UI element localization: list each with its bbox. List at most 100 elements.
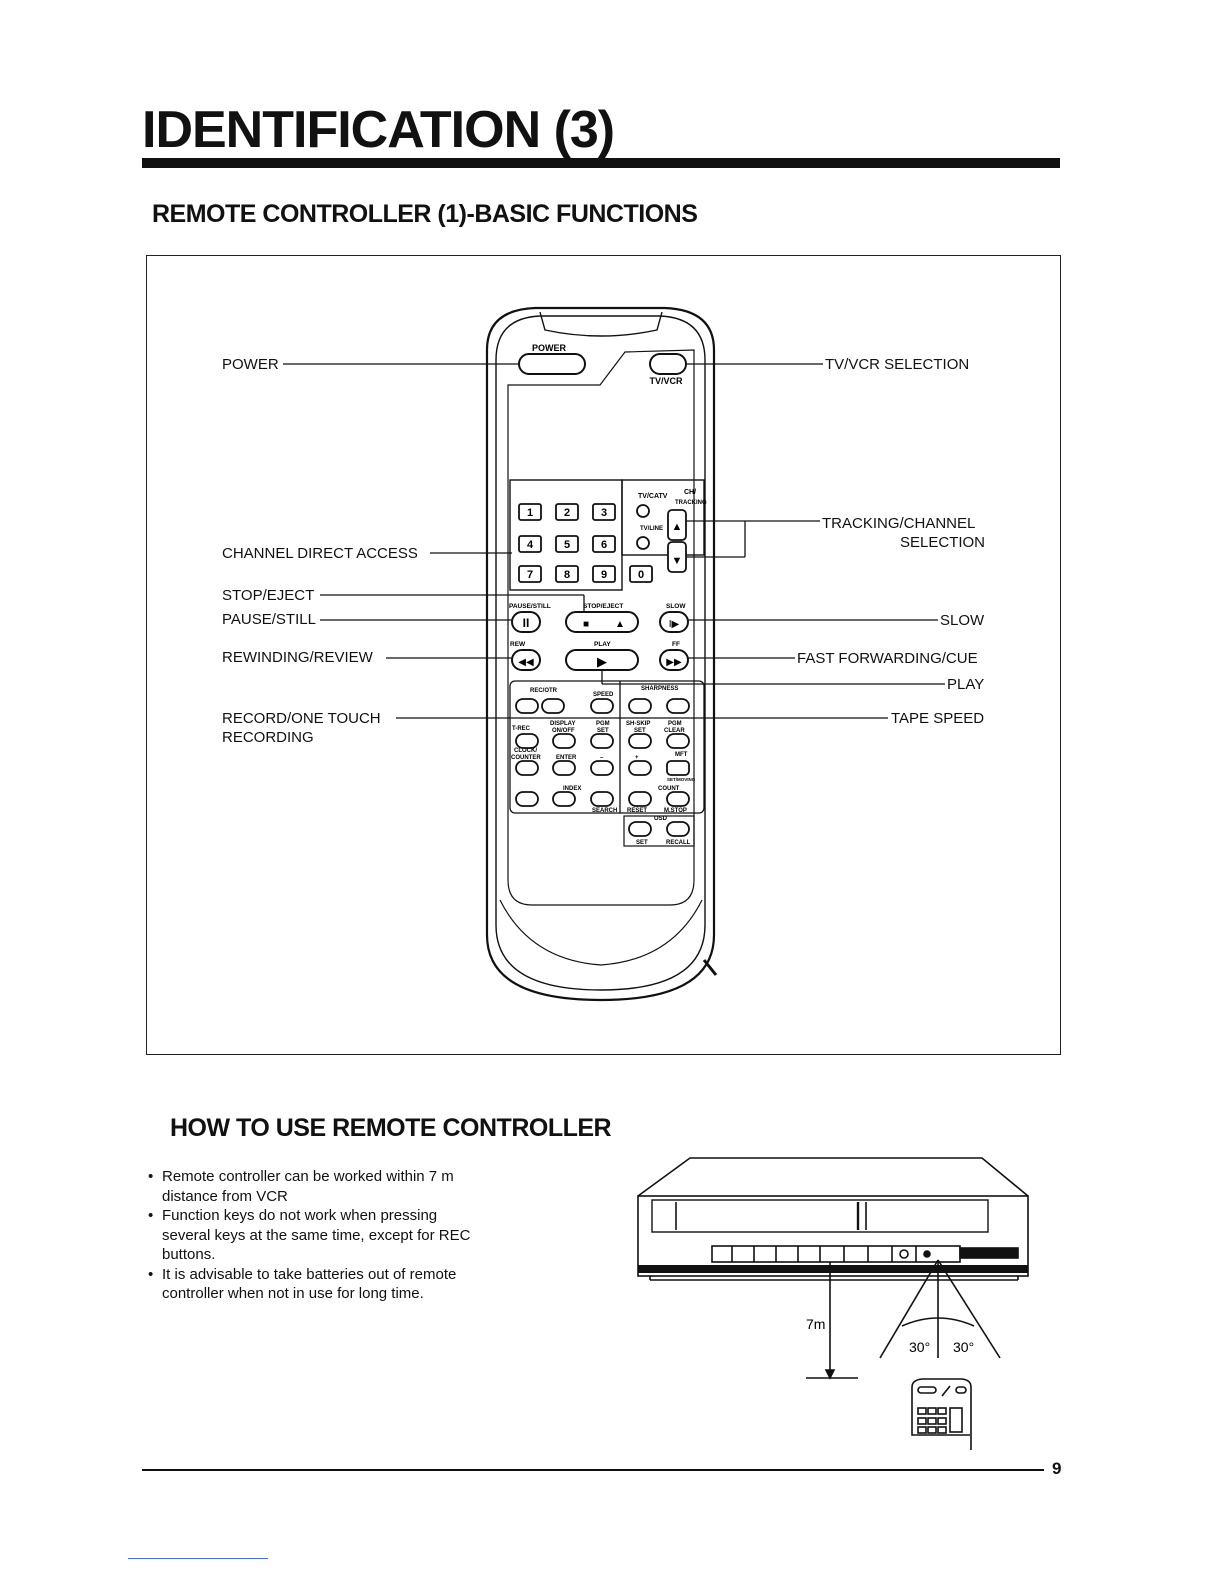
- power-button[interactable]: [518, 353, 586, 375]
- digit-8-label: 8: [564, 569, 570, 581]
- clock-counter-button[interactable]: [515, 760, 539, 776]
- on-off-label: ON/OFF: [552, 728, 575, 734]
- vcr-button-panel: [711, 1245, 961, 1263]
- fast-forward-button[interactable]: [659, 649, 689, 671]
- enter-button[interactable]: [552, 760, 576, 776]
- svg-text:I▶: I▶: [669, 619, 680, 630]
- svg-text:▶: ▶: [597, 654, 607, 669]
- svg-text:II: II: [523, 616, 530, 630]
- channel-up-button[interactable]: [667, 509, 687, 541]
- t-rec-label: T-REC: [512, 726, 531, 732]
- rec-otr-label: REC/OTR: [530, 688, 558, 694]
- svg-text:▲: ▲: [672, 521, 683, 533]
- vcr-body: [637, 1195, 1029, 1277]
- otr-button[interactable]: [541, 698, 565, 714]
- sh-skip-label: SH-SKIP: [626, 721, 650, 727]
- clock-label: CLOCK/: [514, 748, 537, 754]
- usage-bullet-list: • Remote controller can be worked within…: [148, 1167, 528, 1304]
- recall-label: RECALL: [666, 840, 691, 846]
- svg-text:▲: ▲: [615, 619, 625, 630]
- pgm-set-label-2: SET: [597, 728, 609, 734]
- rew-label: REW: [510, 641, 526, 648]
- vcr-range-diagram: 7m 30° 30°: [637, 1157, 1029, 1450]
- digit-2-label: 2: [564, 507, 570, 519]
- digit-7-button[interactable]: [518, 565, 542, 583]
- digit-7-label: 7: [527, 569, 533, 581]
- remote-diagram: POWER TV/VCR TV/CATV CH/ TRACKING TV/LIN…: [283, 306, 945, 1002]
- ff-label: FF: [672, 641, 680, 648]
- pause-still-button[interactable]: [511, 611, 541, 633]
- mft-button[interactable]: [666, 760, 690, 776]
- display-button[interactable]: [552, 733, 576, 749]
- remote-section-heading: REMOTE CONTROLLER (1)-BASIC FUNCTIONS: [152, 200, 698, 228]
- search-label: SEARCH: [592, 808, 617, 814]
- t-rec-button[interactable]: [515, 733, 539, 749]
- digit-9-button[interactable]: [592, 565, 616, 583]
- tv-catv-button[interactable]: [636, 504, 650, 518]
- sh-skip-button[interactable]: [628, 733, 652, 749]
- remote-body: [485, 306, 718, 1002]
- remote-tv-vcr-label: TV/VCR: [649, 376, 683, 386]
- pgm-clear-label-1: PGM: [668, 721, 682, 727]
- footer-rule: [142, 1469, 1044, 1471]
- sharpness-minus-button[interactable]: [628, 698, 652, 714]
- pgm-set-button[interactable]: [590, 733, 614, 749]
- index-plus-button[interactable]: [552, 791, 576, 807]
- index-label: INDEX: [563, 786, 581, 792]
- digit-8-button[interactable]: [555, 565, 579, 583]
- callout-tape-speed: TAPE SPEED: [891, 710, 985, 727]
- pgm-clear-label-2: CLEAR: [664, 728, 685, 734]
- remote-diagram-frame: [146, 255, 1061, 1055]
- stop-eject-button[interactable]: [565, 611, 639, 633]
- digit-1-button[interactable]: [518, 503, 542, 521]
- reset-button[interactable]: [628, 791, 652, 807]
- usage-section-heading: HOW TO USE REMOTE CONTROLLER: [170, 1114, 612, 1142]
- digit-5-button[interactable]: [555, 535, 579, 553]
- digit-1-label: 1: [527, 507, 533, 519]
- ch-label: CH/: [684, 489, 696, 496]
- usage-bullet: • Remote controller can be worked within…: [148, 1168, 454, 1205]
- digit-4-button[interactable]: [518, 535, 542, 553]
- sharpness-label: SHARPNESS: [641, 686, 678, 692]
- usage-bullet: • Function keys do not work when pressin…: [148, 1207, 471, 1263]
- callout-tracking-channel: TRACKING/CHANNEL: [822, 515, 976, 532]
- reset-label: RESET: [627, 808, 647, 814]
- minus-button[interactable]: [590, 760, 614, 776]
- tv-line-label: TV/LINE: [640, 526, 663, 532]
- callout-tv-vcr-selection: TV/VCR SELECTION: [825, 356, 970, 373]
- callout-fast-forwarding-cue: FAST FORWARDING/CUE: [797, 650, 978, 667]
- bullet-mark: •: [148, 1168, 154, 1185]
- digit-2-button[interactable]: [555, 503, 579, 521]
- callout-stop-eject: STOP/EJECT: [222, 587, 315, 604]
- distance-label: 7m: [806, 1316, 825, 1332]
- osd-set-button[interactable]: [628, 821, 652, 837]
- tv-vcr-button[interactable]: [649, 353, 687, 375]
- rec-button[interactable]: [515, 698, 539, 714]
- tv-line-button[interactable]: [636, 536, 650, 550]
- recall-button[interactable]: [666, 821, 690, 837]
- pgm-set-label-1: PGM: [596, 721, 610, 727]
- m-stop-button[interactable]: [666, 791, 690, 807]
- title-rule: [142, 158, 1060, 168]
- svg-text:▶▶: ▶▶: [666, 657, 682, 668]
- tracking-label: TRACKING: [675, 500, 707, 506]
- digit-3-button[interactable]: [592, 503, 616, 521]
- digit-6-button[interactable]: [592, 535, 616, 553]
- digit-9-label: 9: [601, 569, 607, 581]
- index-minus-button[interactable]: [515, 791, 539, 807]
- speed-button[interactable]: [590, 698, 614, 714]
- callout-selection: SELECTION: [900, 534, 986, 551]
- digit-0-button[interactable]: [629, 565, 653, 583]
- digit-3-label: 3: [601, 507, 607, 519]
- plus-label: +: [635, 755, 639, 761]
- search-button[interactable]: [590, 791, 614, 807]
- plus-button[interactable]: [628, 760, 652, 776]
- m-stop-label: M.STOP: [664, 808, 687, 814]
- tv-catv-label: TV/CATV: [638, 493, 668, 500]
- pgm-clear-button[interactable]: [666, 733, 690, 749]
- bullet-mark: •: [148, 1207, 154, 1224]
- sharpness-plus-button[interactable]: [666, 698, 690, 714]
- slow-button[interactable]: [659, 611, 689, 633]
- osd-label: OSD: [654, 816, 668, 822]
- rewind-button[interactable]: [511, 649, 541, 671]
